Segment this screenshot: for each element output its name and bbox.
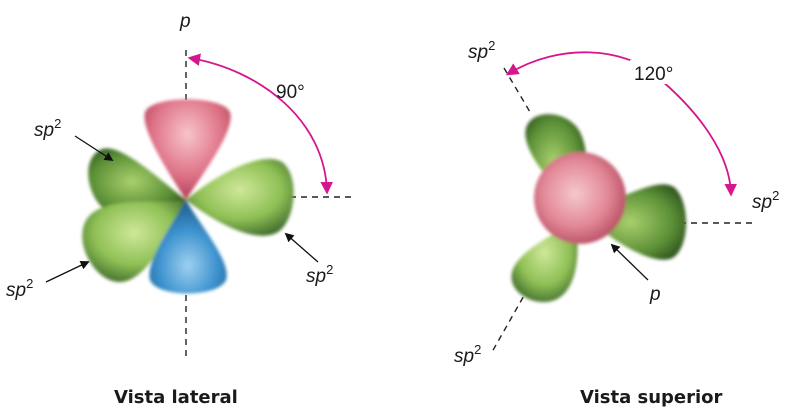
pointer-lower-right [284,232,319,263]
side-orbital-lobes [82,99,294,294]
pointer-p-top [610,243,649,281]
sp2-label-top-upper: sp2 [468,38,495,63]
p-label-top: p [649,284,661,305]
pointer-lower-left [45,261,90,283]
sp2-label-top-right: sp2 [752,188,779,213]
top-view: 120° sp2 sp2 sp2 p Vista superior [454,38,779,408]
p-label-side: p [179,11,191,32]
sp2-label-side-lower-left: sp2 [6,276,33,301]
angle-label-120: 120° [634,64,673,85]
caption-side-view: Vista lateral [114,387,238,408]
side-view: 90° p sp2 sp2 sp2 Vista lateral [6,11,352,408]
sp2-label-side-lower-right: sp2 [306,262,333,287]
p-lobe-top-view [534,152,626,244]
angle-arc-90 [187,53,334,195]
sp2-axis-upper [503,67,531,113]
caption-top-view: Vista superior [580,387,723,408]
pointer-upper-left [74,135,114,161]
sp2-lobe-lower [511,220,578,303]
sp2-label-side-upper-left: sp2 [34,116,61,141]
angle-label-bg [630,60,680,84]
angle-label-90: 90° [276,82,305,103]
top-orbital-lobes [511,114,687,303]
p-lobe-bottom [149,200,227,294]
sp2-label-top-lower: sp2 [454,342,481,367]
sp2-lobe-lower-left [82,200,186,283]
sp2-lobe-back-left [88,148,186,215]
